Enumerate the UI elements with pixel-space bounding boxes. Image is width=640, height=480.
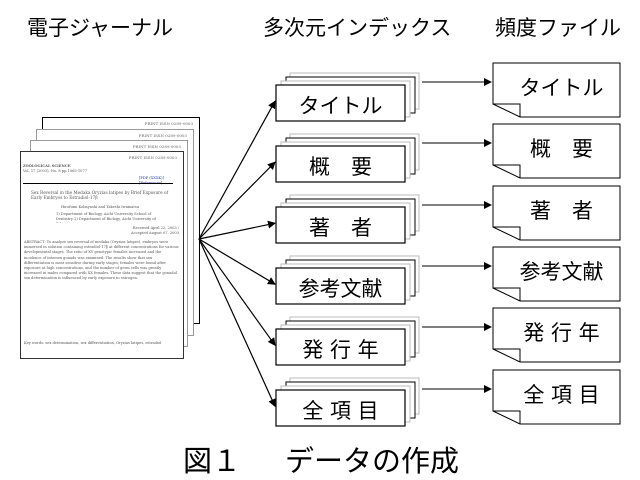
index-box [275, 328, 406, 366]
index-box-label: タイトル [298, 94, 383, 118]
fan-arrows [198, 100, 276, 408]
article-abstract: ABSTRACT: To analyze sex reversal of med… [24, 240, 179, 281]
freq-file [492, 185, 621, 241]
freq-file [492, 307, 621, 363]
journal-name: ZOOLOGICAL SCIENCE [23, 164, 71, 168]
index-box [275, 145, 406, 183]
index-box-label: 参考文献 [298, 277, 383, 301]
freq-file [492, 369, 621, 425]
freq-file-fold [493, 164, 521, 178]
issn-line: PRINT ISSN 0289-0003 [144, 121, 193, 126]
article-authors: Hirofumi Kobayashi and Takeshi Iwamatsu [61, 205, 140, 209]
index-box [275, 84, 406, 122]
header-journal: 電子ジャーナル [27, 16, 173, 40]
freq-file-fold [493, 410, 521, 424]
index-box [275, 206, 406, 244]
header-index: 多次元インデックス [263, 16, 452, 40]
index-box-label: 全 項 目 [302, 399, 379, 423]
freq-file [492, 123, 621, 179]
journal-to-index-arrow [198, 238, 276, 285]
header-freq: 頻度ファイル [495, 16, 621, 40]
freq-file-label: 参考文献 [519, 260, 604, 284]
journal-page-front: PRINT ISSN 0289-0003 ZOOLOGICAL SCIENCE … [20, 151, 184, 359]
article-keywords: Key words: sex determination, sex differ… [24, 341, 162, 345]
figure-caption: 図１ データの作成 [183, 438, 459, 480]
article-dates: Received April 22, 2003 / Accepted Augus… [130, 226, 179, 236]
freq-file-label: 著 者 [530, 199, 593, 223]
journal-volume: Vol. 17 (2003), No. 8 pp.1065-1077 [23, 169, 88, 173]
journal-to-index-arrow [198, 238, 276, 408]
freq-file-label: タイトル [519, 76, 604, 100]
freq-file-label: 発 行 年 [523, 321, 600, 345]
article-affiliations: 1) Department of Biology, Aichi Universi… [56, 212, 156, 223]
journal-to-index-arrow [198, 220, 276, 240]
freq-file-fold [493, 103, 521, 117]
figure-title: データの作成 [285, 444, 460, 478]
article-title: Sex Reversal in the Medaka Oryzias latip… [31, 190, 169, 201]
freq-file [492, 62, 621, 118]
issn-line: PRINT ISSN 0289-0003 [128, 155, 177, 160]
figure-number: 図１ [183, 444, 242, 478]
freq-file-label: 概 要 [530, 137, 593, 161]
freq-file-fold [493, 226, 521, 240]
freq-file-fold [493, 348, 521, 362]
index-box [275, 389, 406, 427]
index-box-label: 発 行 年 [302, 338, 379, 362]
divider [23, 183, 173, 184]
journal-to-index-arrow [198, 161, 276, 240]
issn-line: PRINT ISSN 0289-0003 [132, 144, 181, 149]
freq-file [492, 246, 621, 302]
index-box-label: 著 者 [309, 216, 372, 240]
journal-to-index-arrow [198, 100, 276, 240]
freq-file-shapes [492, 62, 621, 425]
freq-file-fold [493, 287, 521, 301]
index-box-label: 概 要 [309, 155, 372, 179]
index-box-stacks [275, 72, 420, 427]
index-box [275, 267, 406, 305]
journal-to-index-arrow [198, 238, 276, 347]
freq-file-label: 全 項 目 [523, 383, 600, 407]
issn-line: PRINT ISSN 0289-0003 [138, 133, 187, 138]
index-to-freq-arrows [422, 78, 492, 393]
